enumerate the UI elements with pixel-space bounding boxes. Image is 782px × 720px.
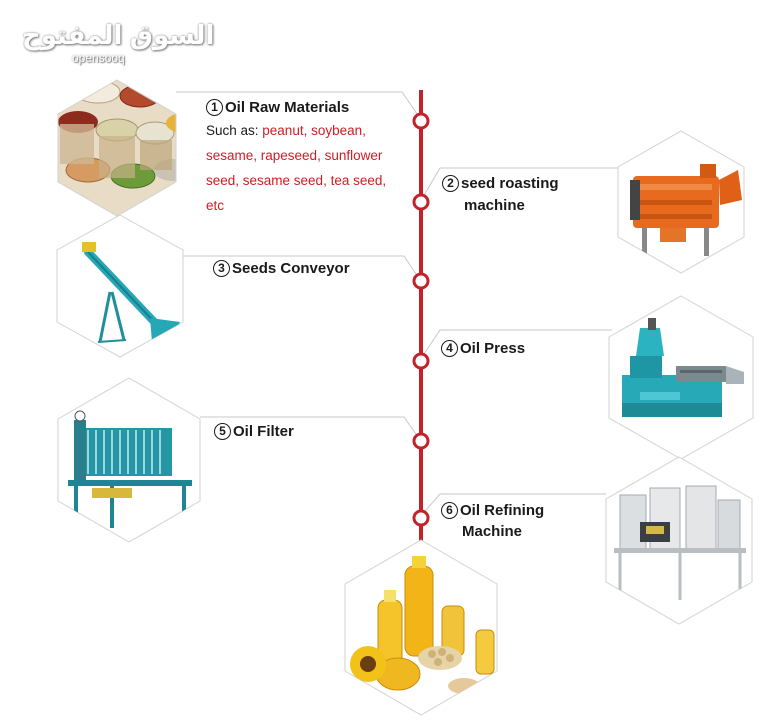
connector-lines <box>176 91 620 518</box>
step-3-number: 3 <box>213 260 230 277</box>
refinery-tanks-icon <box>605 456 753 625</box>
timeline-node-3 <box>412 272 430 290</box>
step-6-title: Oil Refining <box>460 502 545 519</box>
step-2-title-line2: machine <box>464 197 525 214</box>
step-6-number: 6 <box>441 502 458 519</box>
screw-oil-press-icon <box>608 295 754 460</box>
timeline-node-5 <box>412 432 430 450</box>
step-4-title: Oil Press <box>460 340 526 357</box>
oil-bottles-icon <box>344 539 498 716</box>
watermark-latin: opensooq <box>72 51 125 65</box>
roasting-drum-icon <box>617 130 745 274</box>
timeline-node-4 <box>412 352 430 370</box>
step-1-number: 1 <box>206 99 223 116</box>
step-2-title: seed roasting <box>461 175 559 192</box>
raw-materials-line2: sesame, rapeseed, sunflower <box>206 148 383 163</box>
raw-materials-line4: etc <box>206 198 225 213</box>
seed-bags-icon <box>57 79 177 217</box>
watermark: السوق المفتوح opensooq <box>22 20 214 65</box>
step-5-title: Oil Filter <box>233 423 294 440</box>
raw-materials-prefix: Such as: <box>206 123 263 138</box>
plate-filter-press-icon <box>57 377 201 543</box>
step-1-title: Oil Raw Materials <box>225 99 350 116</box>
step-5-number: 5 <box>214 423 231 440</box>
screw-conveyor-icon <box>56 214 184 358</box>
timeline-node-1 <box>412 112 430 130</box>
step-2-number: 2 <box>442 175 459 192</box>
raw-materials-line3: seed, sesame seed, tea seed, <box>206 173 387 188</box>
raw-materials-line1: peanut, soybean, <box>262 123 366 138</box>
timeline-node-2 <box>412 193 430 211</box>
step-4-number: 4 <box>441 340 458 357</box>
step-3-title: Seeds Conveyor <box>232 260 350 277</box>
step-6-title-line2: Machine <box>462 523 523 540</box>
timeline-node-6 <box>412 509 430 527</box>
watermark-arabic: السوق المفتوح <box>22 20 215 50</box>
raw-materials-description: Such as: peanut, soybean, sesame, rapese… <box>206 118 421 218</box>
